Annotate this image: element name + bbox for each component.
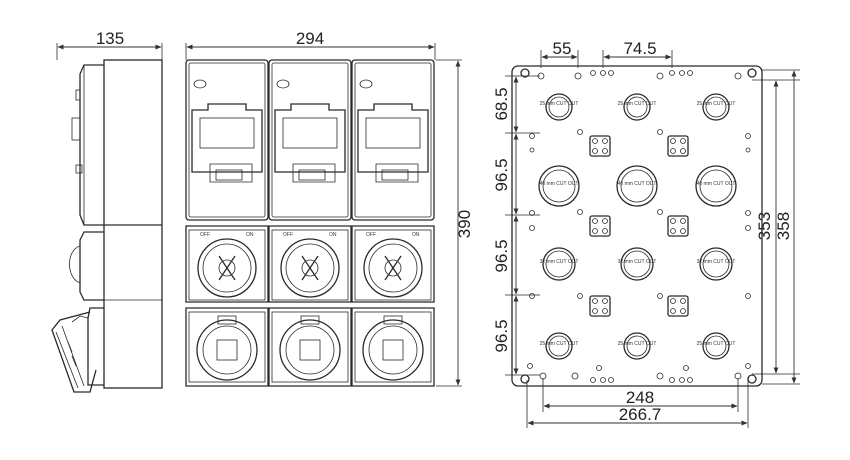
dim-row-4: 96.5	[492, 319, 511, 352]
cutout-row-3: 32 mm CUT OUT 32 mm CUT OUT 32 mm CUT OU…	[540, 247, 736, 281]
switch-on-label: ON	[412, 232, 420, 238]
front-view: 294 390 OFF ON	[185, 29, 474, 387]
dim-row-3: 96.5	[492, 239, 511, 272]
terminal-blocks	[589, 135, 689, 317]
switch-on-label: ON	[246, 232, 254, 238]
cutout-label: 25 mm CUT OUT	[618, 341, 657, 347]
cutout-label: 25 mm CUT OUT	[618, 101, 657, 107]
cutout-row-4: 25 mm CUT OUT 25 mm CUT OUT 25 mm CUT OU…	[540, 332, 736, 360]
mounting-plate: 55 74.5 68.5 96.5 96.5 96.5 353 358 248 …	[492, 39, 800, 428]
dim-spacing-55: 55	[553, 39, 572, 58]
cutout-label: 40 mm CUT OUT	[697, 181, 736, 187]
dim-spacing-74-5: 74.5	[623, 39, 656, 58]
switch-off-label: OFF	[366, 232, 376, 238]
switch-off-label: OFF	[283, 232, 293, 238]
dim-front-width: 294	[296, 29, 324, 48]
cutout-row-2: 40 mm CUT OUT 40 mm CUT OUT 40 mm CUT OU…	[538, 165, 737, 207]
cutout-label: 25 mm CUT OUT	[540, 341, 579, 347]
side-holes	[529, 129, 751, 299]
dim-outer-height: 358	[774, 212, 793, 240]
dim-outer-width: 266.7	[619, 405, 662, 424]
dim-side-depth: 135	[96, 29, 124, 48]
dim-row-1: 68.5	[492, 87, 511, 120]
side-view: 135	[51, 29, 163, 393]
module-3: OFF ON	[351, 59, 435, 387]
dim-row-2: 96.5	[492, 158, 511, 191]
cutout-label: 25 mm CUT OUT	[697, 101, 736, 107]
switch-off-label: OFF	[200, 232, 210, 238]
cutout-label: 40 mm CUT OUT	[540, 181, 579, 187]
cutout-row-1: 25 mm CUT OUT 25 mm CUT OUT 25 mm CUT OU…	[540, 93, 736, 121]
module-1: OFF ON	[185, 59, 269, 387]
cutout-label: 32 mm CUT OUT	[618, 259, 657, 265]
dim-front-height: 390	[455, 210, 474, 238]
dim-inner-width: 248	[626, 388, 654, 407]
cutout-label: 40 mm CUT OUT	[618, 181, 657, 187]
cutout-label: 25 mm CUT OUT	[540, 101, 579, 107]
switch-on-label: ON	[329, 232, 337, 238]
dim-inner-height: 353	[755, 212, 774, 240]
corner-holes	[520, 68, 757, 384]
module-2: OFF ON	[268, 59, 352, 387]
cutout-label: 32 mm CUT OUT	[540, 259, 579, 265]
cutout-label: 25 mm CUT OUT	[697, 341, 736, 347]
cutout-label: 32 mm CUT OUT	[697, 259, 736, 265]
